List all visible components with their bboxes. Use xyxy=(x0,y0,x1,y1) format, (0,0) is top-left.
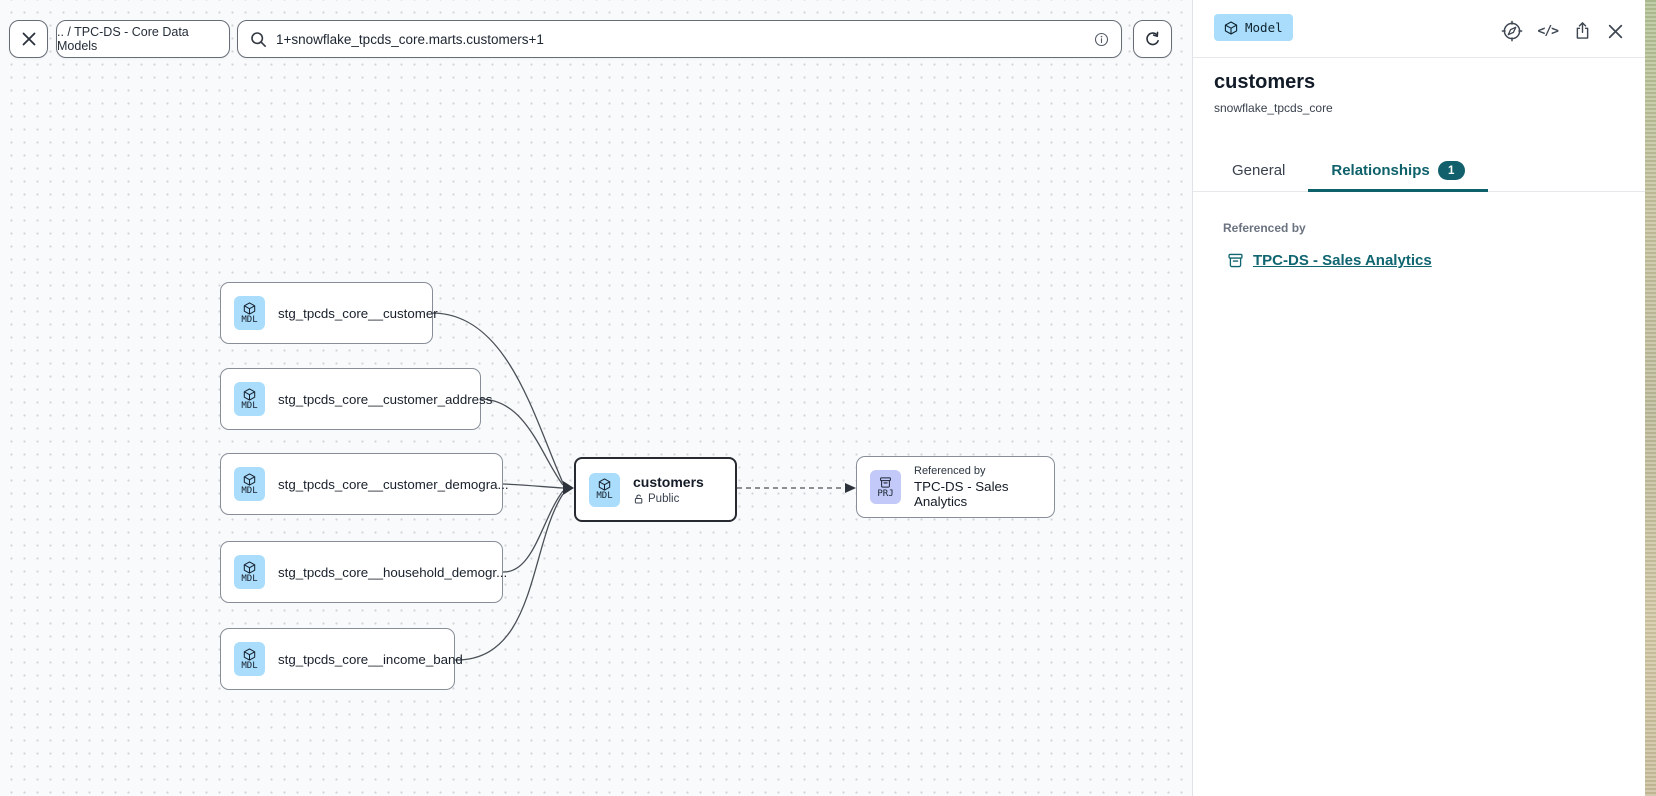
refresh-button[interactable] xyxy=(1133,20,1172,58)
panel-header-divider xyxy=(1193,57,1645,58)
panel-tabs: General Relationships 1 xyxy=(1193,150,1645,192)
node-badge-label: MDL xyxy=(241,660,258,671)
search-input[interactable] xyxy=(276,31,1085,47)
referenced-by-item: TPC-DS - Sales Analytics xyxy=(1227,252,1432,269)
cube-icon xyxy=(243,301,256,315)
lineage-edges xyxy=(432,312,856,661)
tab-label: General xyxy=(1232,162,1286,179)
search-icon xyxy=(250,31,267,48)
model-badge: MDL xyxy=(589,472,620,507)
node-badge-label: MDL xyxy=(241,485,258,496)
close-panel-icon[interactable] xyxy=(1607,23,1624,40)
close-lineage-button[interactable] xyxy=(9,20,48,58)
code-icon[interactable]: </> xyxy=(1537,23,1560,39)
lineage-node-customers-selected[interactable]: MDL customers Public xyxy=(574,457,737,522)
tab-label: Relationships xyxy=(1331,162,1430,179)
cube-icon xyxy=(243,472,256,486)
node-label: stg_tpcds_core__household_demogr... xyxy=(278,564,508,580)
tab-general[interactable]: General xyxy=(1209,150,1308,191)
info-icon[interactable] xyxy=(1094,32,1109,47)
desktop-wallpaper-sliver xyxy=(1645,0,1656,796)
lineage-node-stg-household-demographics[interactable]: MDL stg_tpcds_core__household_demogr... xyxy=(220,541,507,603)
cube-icon xyxy=(1224,20,1238,35)
node-label: stg_tpcds_core__customer_demogra... xyxy=(278,476,509,492)
node-badge-label: MDL xyxy=(241,314,258,325)
cube-icon xyxy=(243,387,256,401)
share-icon[interactable] xyxy=(1573,21,1592,41)
node-badge-label: MDL xyxy=(596,491,613,501)
project-reference-link[interactable]: TPC-DS - Sales Analytics xyxy=(1253,252,1432,269)
node-kicker: Referenced by xyxy=(914,465,986,477)
cube-icon xyxy=(243,560,256,574)
panel-title: customers xyxy=(1214,71,1316,93)
lineage-node-stg-income-band[interactable]: MDL stg_tpcds_core__income_band xyxy=(220,628,463,690)
tab-count-badge: 1 xyxy=(1437,161,1465,180)
archive-box-icon xyxy=(879,476,892,489)
refresh-icon xyxy=(1143,30,1162,49)
node-label: stg_tpcds_core__customer_address xyxy=(278,391,493,407)
lineage-node-stg-customer-address[interactable]: MDL stg_tpcds_core__customer_address xyxy=(220,368,492,430)
explore-compass-icon[interactable] xyxy=(1501,20,1523,42)
lineage-node-referencing-project[interactable]: PRJ Referenced by TPC-DS - Sales Analyti… xyxy=(856,456,1055,518)
resource-type-badge: Model xyxy=(1214,14,1293,41)
model-badge: MDL xyxy=(234,555,265,589)
cube-icon xyxy=(598,478,611,491)
lineage-node-stg-customer[interactable]: MDL stg_tpcds_core__customer xyxy=(220,282,438,344)
node-badge-label: PRJ xyxy=(877,488,894,499)
referenced-by-heading: Referenced by xyxy=(1223,221,1306,235)
access-label: Public xyxy=(648,493,680,505)
resource-type-label: Model xyxy=(1245,20,1283,35)
node-label: TPC-DS - Sales Analytics xyxy=(914,479,1009,509)
project-badge: PRJ xyxy=(870,470,901,504)
node-badge-label: MDL xyxy=(241,400,258,411)
node-label: stg_tpcds_core__income_band xyxy=(278,651,463,667)
lineage-canvas[interactable]: MDL stg_tpcds_core__customer MDL stg_tpc… xyxy=(0,0,1192,796)
node-badge-label: MDL xyxy=(241,573,258,584)
details-panel: Model </> customers snowflake_tpcds_core… xyxy=(1192,0,1645,796)
model-badge: MDL xyxy=(234,382,265,416)
breadcrumb-label: .. / TPC-DS - Core Data Models xyxy=(57,25,189,53)
model-badge: MDL xyxy=(234,467,265,501)
lineage-search[interactable] xyxy=(237,20,1122,58)
panel-subtitle: snowflake_tpcds_core xyxy=(1214,101,1333,115)
breadcrumb[interactable]: .. / TPC-DS - Core Data Models xyxy=(56,20,230,58)
cube-icon xyxy=(243,647,256,661)
tab-relationships[interactable]: Relationships 1 xyxy=(1308,150,1489,192)
unlock-icon xyxy=(633,493,644,505)
lineage-node-stg-customer-demographics[interactable]: MDL stg_tpcds_core__customer_demogra... xyxy=(220,453,509,515)
model-badge: MDL xyxy=(234,296,265,330)
model-badge: MDL xyxy=(234,642,265,676)
node-label: customers xyxy=(633,474,704,490)
node-label: stg_tpcds_core__customer xyxy=(278,305,438,321)
close-icon xyxy=(21,31,37,47)
archive-box-icon xyxy=(1227,252,1244,269)
